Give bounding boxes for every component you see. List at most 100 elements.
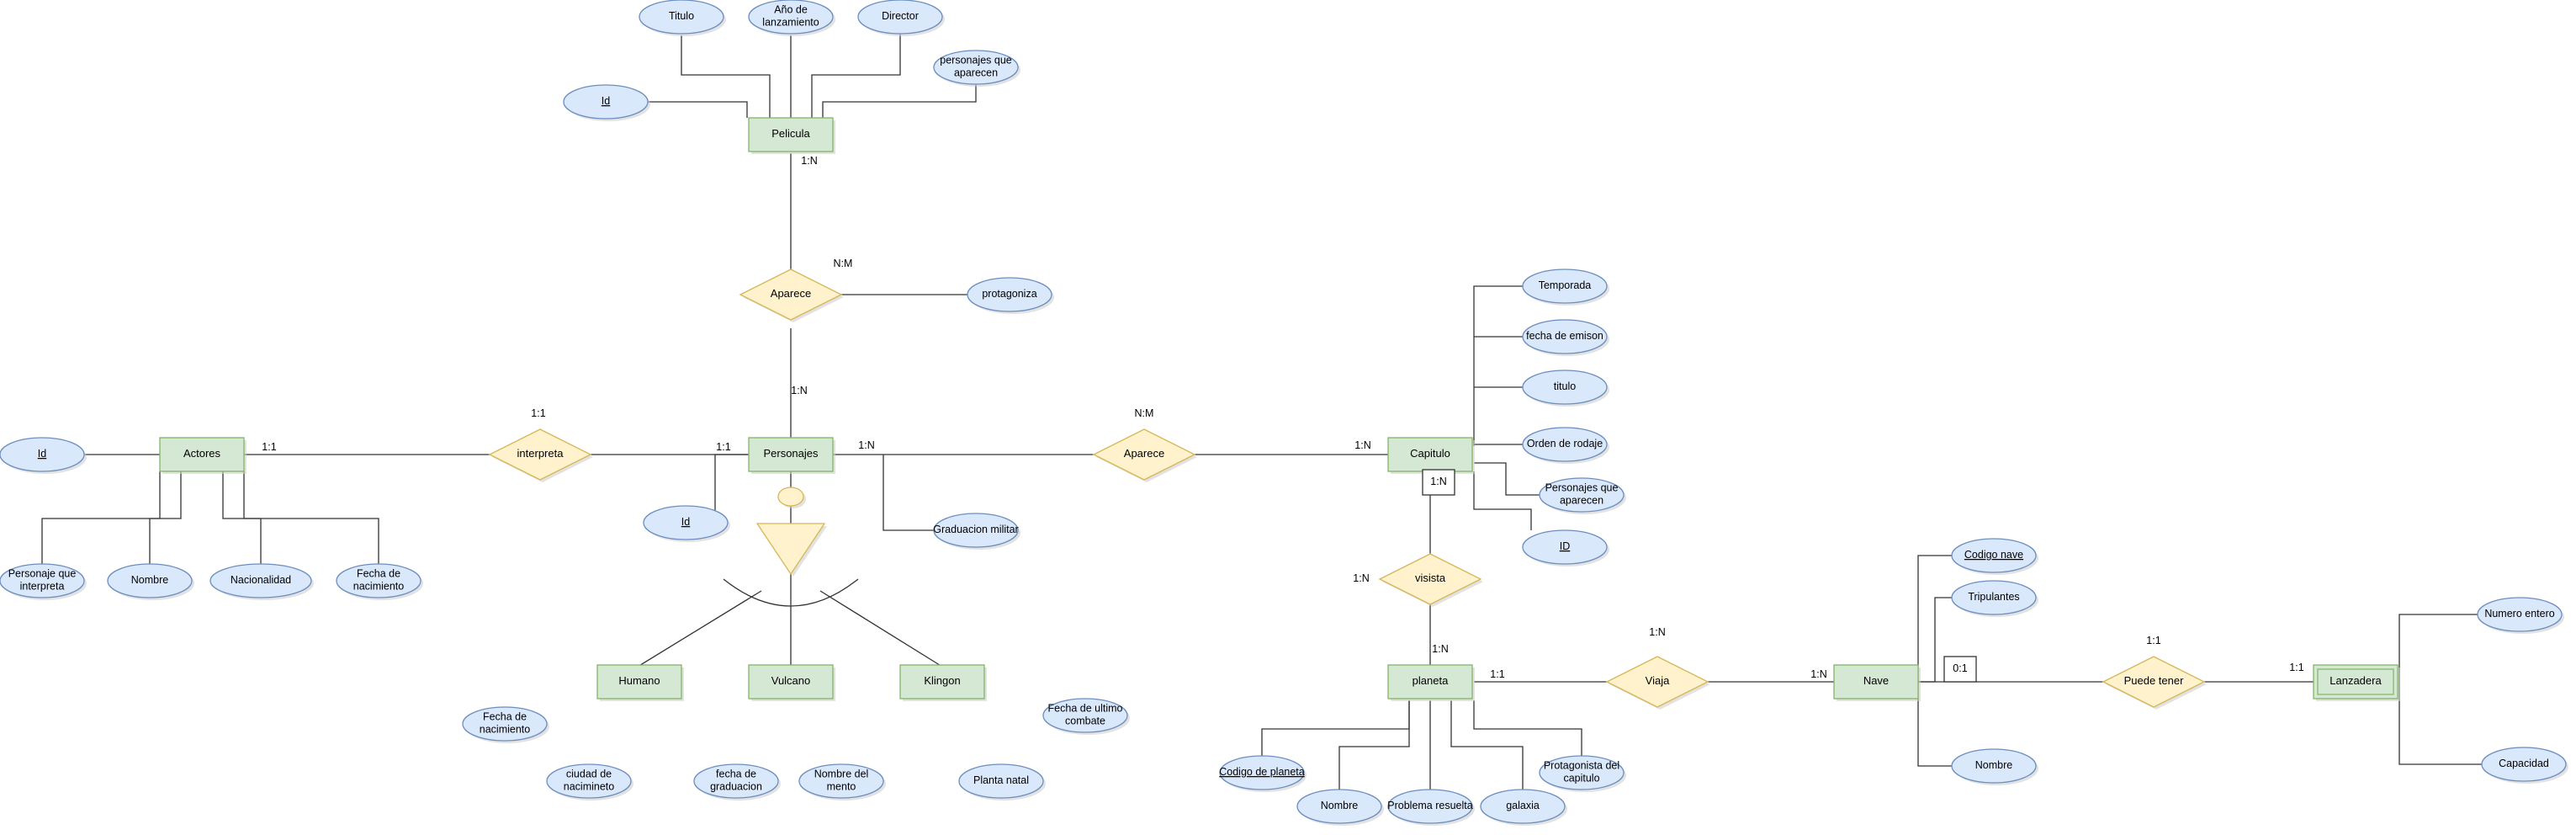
- card-interpreta-top: 1:1: [531, 407, 545, 419]
- entity-nave[interactable]: Nave: [1833, 664, 1921, 701]
- relation-viaja[interactable]: Viaja: [1605, 656, 1710, 710]
- relation-interpreta[interactable]: interpreta: [488, 428, 593, 482]
- card-interpreta-top-label: 1:1: [531, 407, 545, 419]
- attr-pel-titulo[interactable]: Titulo: [639, 0, 726, 36]
- card-puede-lan: 1:1: [2289, 662, 2303, 673]
- entity-pelicula-label: Pelicula: [771, 127, 810, 140]
- card-visista-pla-label: 1:N: [1432, 643, 1448, 655]
- entity-actores-label: Actores: [183, 447, 221, 460]
- attr-cap-fecha[interactable]: fecha de emison: [1522, 319, 1609, 356]
- card-aparece-per: 1:N: [791, 385, 807, 396]
- attr-act-id[interactable]: Id: [0, 437, 87, 474]
- line-act-fecha: [243, 471, 379, 566]
- entity-planeta[interactable]: planeta: [1387, 664, 1475, 701]
- attr-act-id-label: Id: [38, 448, 46, 460]
- attr-pla-nombre-label: Nombre: [1321, 800, 1359, 811]
- card-viaja-nave: 1:N: [1810, 668, 1826, 680]
- entity-klingon[interactable]: Klingon: [899, 664, 987, 701]
- entity-humano[interactable]: Humano: [596, 664, 684, 701]
- entity-vulcano[interactable]: Vulcano: [748, 664, 835, 701]
- relation-aparece-capitulo-label: Aparece: [1124, 447, 1164, 460]
- attr-nav-nombre-label: Nombre: [1975, 759, 2013, 771]
- attr-cap-orden[interactable]: Orden de rodaje: [1522, 427, 1609, 464]
- attr-pel-director[interactable]: Director: [857, 0, 945, 36]
- attr-pla-nombre[interactable]: Nombre: [1296, 789, 1384, 826]
- attr-pla-codigo[interactable]: Codigo de planeta: [1219, 755, 1307, 792]
- card-puede-lan-label: 1:1: [2289, 662, 2303, 673]
- connectors: [41, 32, 2483, 790]
- attr-pla-problema[interactable]: Problema resuelta: [1387, 789, 1475, 826]
- attr-cap-fecha-label: fecha de emison: [1526, 330, 1603, 342]
- relation-puede-tener[interactable]: Puede tener: [2102, 656, 2207, 710]
- isa-specialization: [755, 487, 827, 577]
- attr-graduacion-militar[interactable]: Graduacion militar: [933, 513, 1020, 550]
- line-pel-personajes: [822, 84, 977, 118]
- relation-aparece-pelicula[interactable]: Aparece: [739, 269, 844, 322]
- attr-cap-temporada-label: Temporada: [1539, 279, 1592, 291]
- attr-act-nacionalidad[interactable]: Nacionalidad: [209, 563, 314, 600]
- relation-visista-label: visista: [1415, 572, 1446, 584]
- line-isa-humano: [637, 590, 762, 667]
- card-visista-pla: 1:N: [1432, 643, 1448, 655]
- relation-aparece-capitulo[interactable]: Aparece: [1092, 428, 1197, 482]
- attr-protagoniza[interactable]: protagoniza: [967, 277, 1054, 314]
- attr-per-id[interactable]: Id: [643, 505, 730, 542]
- attr-lan-capacidad[interactable]: Capacidad: [2481, 747, 2568, 784]
- attr-nav-nombre[interactable]: Nombre: [1951, 748, 2038, 785]
- entity-planeta-label: planeta: [1413, 674, 1449, 687]
- entity-lanzadera[interactable]: Lanzadera: [2313, 664, 2400, 701]
- attr-lan-numero[interactable]: Numero entero: [2477, 597, 2564, 634]
- card-cap-box: 1:N: [1422, 469, 1455, 496]
- attr-pla-galaxia[interactable]: galaxia: [1480, 789, 1567, 826]
- attr-nav-tripulantes[interactable]: Tripulantes: [1951, 580, 2038, 617]
- attr-kli-planeta[interactable]: Planta natal: [958, 763, 1046, 800]
- entity-actores[interactable]: Actores: [159, 437, 246, 474]
- isa-arc: [723, 578, 859, 607]
- line-pel-director: [811, 32, 901, 118]
- card-aparece2-cap: 1:N: [1354, 439, 1370, 451]
- attr-pel-id[interactable]: Id: [563, 84, 650, 121]
- attr-pla-galaxia-label: galaxia: [1506, 800, 1540, 811]
- attr-act-nombre[interactable]: Nombre: [107, 563, 194, 600]
- entity-personajes[interactable]: Personajes: [748, 437, 835, 474]
- entity-klingon-label: Klingon: [924, 674, 960, 687]
- line-per-graduacion: [883, 455, 936, 531]
- card-nave-box-label: 0:1: [1953, 662, 1967, 674]
- attr-pla-problema-label: Problema resuelta: [1387, 800, 1472, 811]
- card-puede-top: 1:1: [2146, 635, 2160, 646]
- line-cap-id: [1473, 471, 1532, 530]
- entity-pelicula[interactable]: Pelicula: [748, 117, 835, 154]
- attr-pla-codigo-label: Codigo de planeta: [1219, 766, 1305, 778]
- card-aparece2-cap-label: 1:N: [1354, 439, 1370, 451]
- entity-capitulo[interactable]: Capitulo: [1387, 437, 1475, 474]
- attr-per-id-label: Id: [681, 516, 690, 528]
- attr-cap-temporada[interactable]: Temporada: [1522, 269, 1609, 306]
- attr-cap-titulo[interactable]: titulo: [1522, 370, 1609, 407]
- card-interpreta-per: 1:1: [716, 441, 730, 453]
- attr-nav-codigo[interactable]: Codigo nave: [1951, 538, 2038, 575]
- card-aparece2-nm-label: N:M: [1135, 407, 1154, 419]
- attr-cap-id[interactable]: ID: [1522, 529, 1609, 566]
- relation-visista[interactable]: visista: [1378, 553, 1483, 607]
- relation-viaja-label: Viaja: [1646, 674, 1670, 687]
- card-viaja-nave-label: 1:N: [1810, 668, 1826, 680]
- attr-lan-capacidad-label: Capacidad: [2499, 758, 2549, 769]
- card-nave-box: 0:1: [1943, 656, 1977, 683]
